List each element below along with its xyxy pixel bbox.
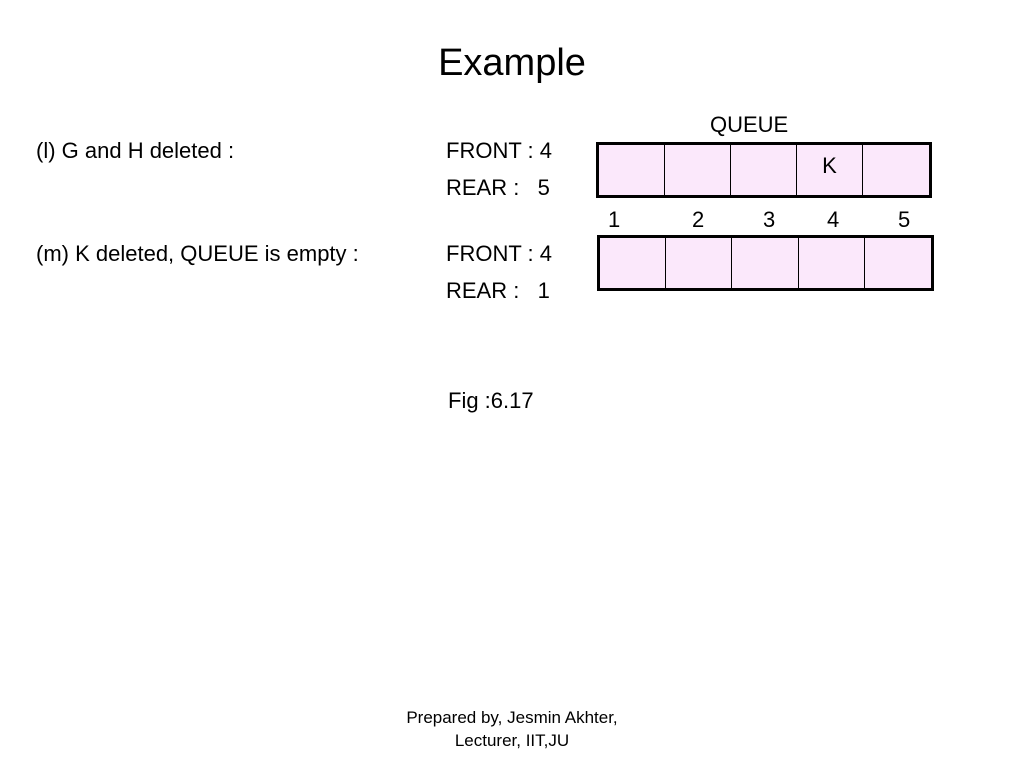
- queue-cell-2: [665, 145, 731, 195]
- queue-array-step-m: [597, 235, 934, 291]
- queue-cell-4: K: [797, 145, 863, 195]
- step-m-front: FRONT : 4: [446, 241, 552, 266]
- queue-cell-1: [599, 145, 665, 195]
- queue-label: QUEUE: [710, 112, 789, 137]
- queue-cell-4: [798, 238, 865, 288]
- queue-cell-2: [666, 238, 733, 288]
- index-label-1: 1: [608, 207, 621, 232]
- slide-title: Example: [438, 42, 586, 84]
- index-label-4: 4: [827, 207, 840, 232]
- index-label-2: 2: [692, 207, 705, 232]
- footer-line-2: Lecturer, IIT,JU: [454, 731, 570, 750]
- step-l-caption: (l) G and H deleted :: [36, 138, 235, 163]
- step-m-caption: (m) K deleted, QUEUE is empty :: [36, 241, 359, 266]
- index-label-5: 5: [898, 207, 911, 232]
- queue-array-step-l: K: [596, 142, 932, 198]
- index-label-3: 3: [763, 207, 776, 232]
- step-m-rear: REAR : 1: [446, 278, 550, 303]
- queue-cell-3: [732, 238, 799, 288]
- step-l-rear: REAR : 5: [446, 175, 550, 200]
- footer-line-1: Prepared by, Jesmin Akhter,: [406, 708, 618, 727]
- queue-cell-5: [863, 145, 929, 195]
- figure-caption: Fig :6.17: [448, 388, 534, 413]
- step-l-front: FRONT : 4: [446, 138, 552, 163]
- queue-cell-1: [600, 238, 667, 288]
- slide-footer: Prepared by, Jesmin Akhter, Lecturer, II…: [0, 706, 1024, 752]
- queue-cell-5: [864, 238, 931, 288]
- queue-cell-3: [731, 145, 797, 195]
